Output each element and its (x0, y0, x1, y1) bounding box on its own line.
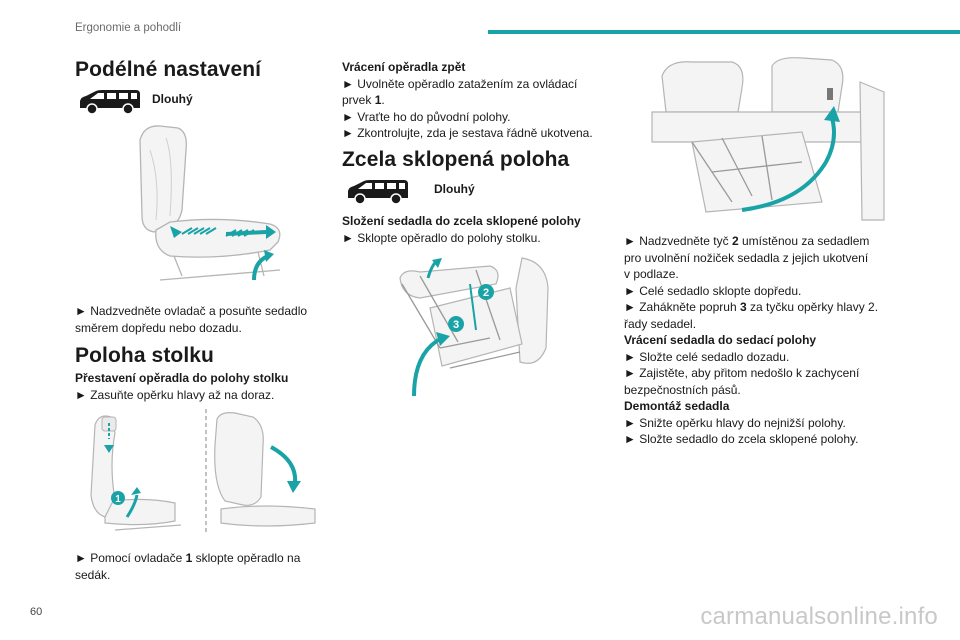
callout-2: 2 (483, 287, 489, 299)
heading-table-position: Poloha stolku (75, 344, 214, 367)
running-header: Ergonomie a pohodlí (75, 22, 182, 34)
van-long-icon (346, 178, 410, 206)
page-number: 60 (30, 606, 43, 618)
heading-longitudinal-adjustment: Podélné nastavení (75, 58, 262, 81)
van-long-icon (78, 88, 142, 116)
watermark: carmanualsonline.info (700, 603, 938, 630)
callout-1: 1 (115, 494, 121, 505)
subheading-table: Přestavení opěradla do polohy stolku (75, 371, 289, 385)
table-position-illustration: 1 (75, 405, 337, 540)
col2-block1: Vrácení opěradla zpět ► Uvolněte opěradl… (342, 60, 593, 140)
header-accent-bar (488, 30, 960, 34)
van-label: Dlouhý (152, 92, 193, 106)
para-slide: ► Nadzvedněte ovladač a posuňte sedadlo … (75, 304, 308, 335)
callout-3: 3 (453, 319, 459, 331)
heading-fully-folded: Zcela sklopená poloha (342, 148, 570, 171)
para-fold-backrest: ► Pomocí ovladače 1 sklopte opěradlo na … (75, 551, 301, 582)
col2-block2: Složení sedadla do zcela sklopené polohy… (342, 214, 581, 245)
para-headrest: ► Zasuňte opěrku hlavy až na doraz. (75, 388, 275, 402)
seat-folding-illustration: 2 3 (380, 248, 560, 408)
seat-slide-illustration (130, 120, 300, 300)
seat-folded-forward-illustration (622, 52, 890, 227)
van-label: Dlouhý (434, 182, 475, 196)
col3-block: ► Nadzvedněte tyč 2 umístěnou za sedadle… (624, 234, 879, 446)
